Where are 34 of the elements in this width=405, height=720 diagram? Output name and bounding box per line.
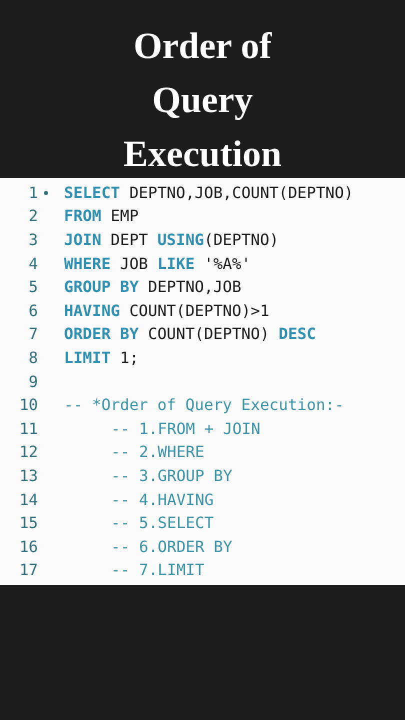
code-line: FROM EMP bbox=[64, 207, 139, 226]
line-number: 17 bbox=[19, 561, 38, 580]
code-comment: -- 5.SELECT bbox=[111, 514, 214, 532]
line-number: 13 bbox=[19, 466, 38, 485]
line-number: 4 bbox=[28, 254, 38, 273]
code-comment: -- 6.ORDER BY bbox=[111, 538, 232, 556]
line-number: 9 bbox=[28, 372, 38, 391]
line-number: 16 bbox=[19, 538, 38, 556]
line-number: 2 bbox=[28, 207, 38, 226]
code-line: WHERE JOB LIKE '%A%' bbox=[64, 254, 251, 273]
line-number: 5 bbox=[28, 278, 38, 296]
line-number: 8 bbox=[28, 348, 38, 367]
line-number: 14 bbox=[19, 490, 38, 509]
code-comment: -- 1.FROM + JOIN bbox=[111, 420, 260, 438]
code-line: LIMIT 1; bbox=[64, 348, 139, 367]
code-comment: -- 3.GROUP BY bbox=[111, 466, 232, 485]
title: Order of Query Execution bbox=[122, 25, 283, 177]
line-number: 7 bbox=[28, 325, 38, 344]
code-comment: -- *Order of Query Execution:- bbox=[64, 396, 344, 414]
code-line: SELECT DEPTNO,JOB,COUNT(DEPTNO) bbox=[64, 184, 354, 202]
code-comment: -- 4.HAVING bbox=[111, 490, 214, 509]
line-number: 3 bbox=[28, 230, 38, 249]
code-line: JOIN DEPT USING(DEPTNO) bbox=[64, 230, 279, 249]
code-comment: -- 2.WHERE bbox=[111, 443, 204, 462]
line-number: 11 bbox=[19, 420, 38, 438]
line-number: 6 bbox=[28, 302, 38, 320]
code-line: HAVING COUNT(DEPTNO)>1 bbox=[64, 302, 270, 320]
code-line: GROUP BY DEPTNO,JOB bbox=[64, 278, 242, 296]
line-number: 12 bbox=[19, 443, 38, 462]
line-number: 10 bbox=[19, 396, 38, 414]
code-line: ORDER BY COUNT(DEPTNO) DESC bbox=[64, 325, 316, 344]
line-number: 15 bbox=[19, 514, 38, 532]
code-comment: -- 7.LIMIT bbox=[111, 561, 204, 580]
line-number: 1 bbox=[28, 184, 38, 202]
